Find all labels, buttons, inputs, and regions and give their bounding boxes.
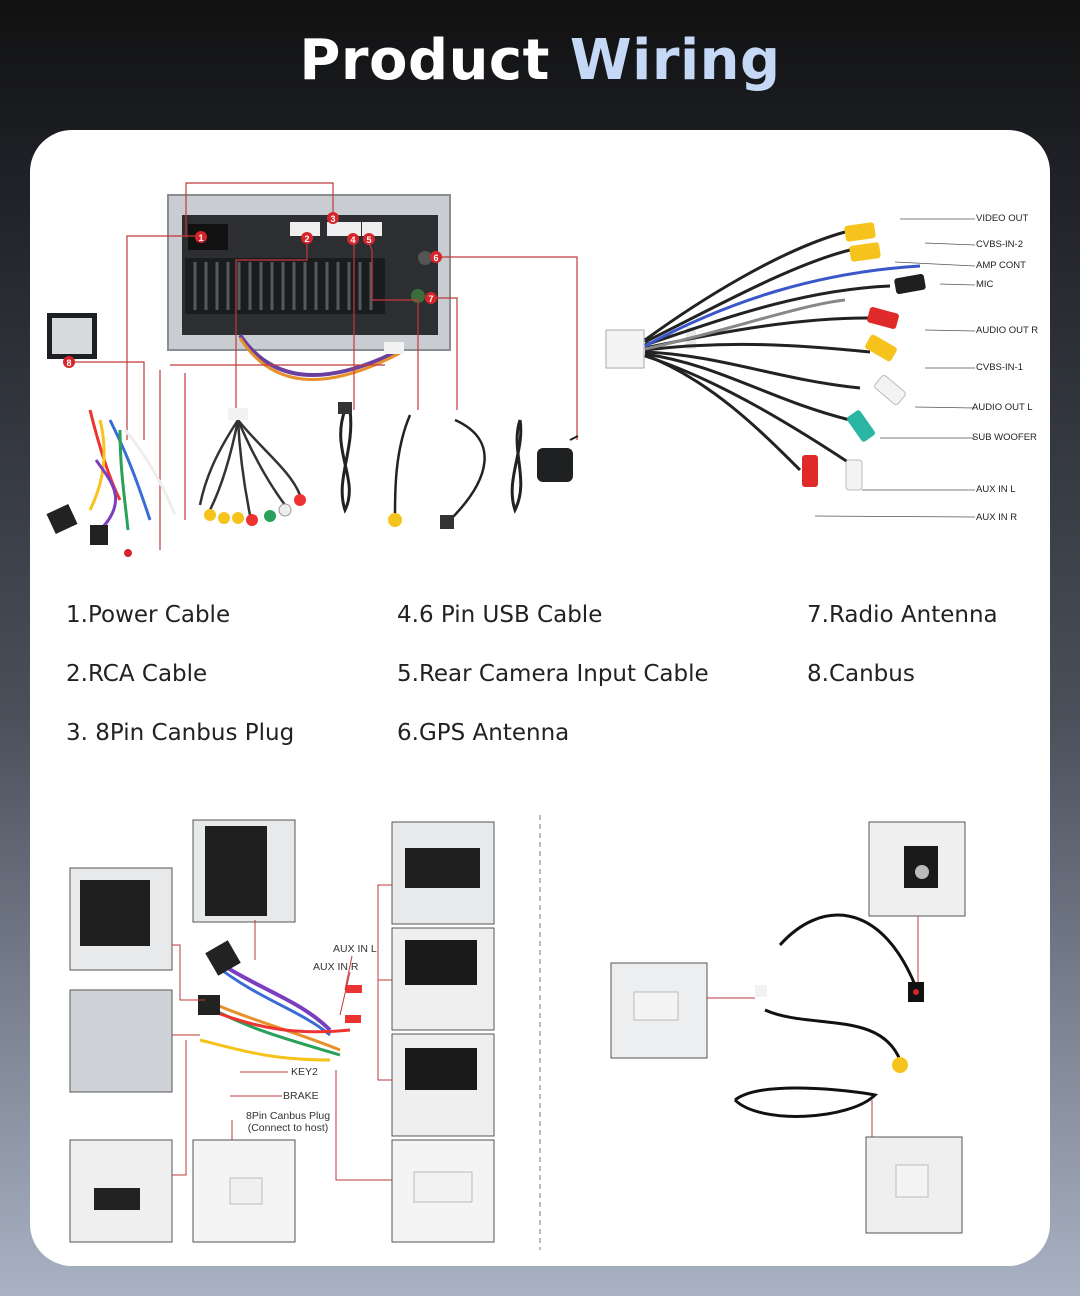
harness-label-aux-in-r: AUX IN R	[313, 961, 359, 973]
harness-photos	[69, 819, 495, 1243]
callout-4: 4	[350, 235, 355, 245]
harness-leaders	[172, 884, 392, 1181]
rca-harness-small	[198, 408, 306, 526]
head-unit-back	[167, 194, 451, 381]
rca-label-aux-in-r: AUX IN R	[976, 512, 1018, 523]
camera-antenna-photos	[610, 821, 966, 1234]
rca-label-sub-woofer: SUB WOOFER	[972, 432, 1037, 443]
canbus-plug-line-2: (Connect to host)	[247, 1122, 329, 1134]
callout-8: 8	[66, 358, 71, 368]
canbus-plug-line-1: 8Pin Canbus Plug	[246, 1110, 331, 1122]
rear-camera-cable	[388, 414, 412, 527]
callout-2: 2	[304, 234, 309, 244]
callout-1: 1	[198, 233, 203, 243]
rca-label-audio-out-r: AUDIO OUT R	[976, 325, 1039, 336]
rca-label-amp-cont: AMP CONT	[976, 260, 1026, 271]
legend-item-gps-antenna: 6.GPS Antenna	[397, 720, 570, 746]
harness-label-key2: KEY2	[291, 1066, 318, 1078]
callouts: 1 2 3 4 5 6 7 8	[63, 212, 442, 368]
rca-label-mic: MIC	[976, 279, 994, 290]
harness-wires	[198, 940, 362, 1062]
harness-label-canbus-plug: 8Pin Canbus Plug (Connect to host)	[246, 1110, 330, 1134]
legend-item-power-cable: 1.Power Cable	[66, 602, 231, 628]
rca-label-video-out: VIDEO OUT	[976, 213, 1029, 224]
callout-6: 6	[433, 253, 438, 263]
harness-label-aux-in-l: AUX IN L	[333, 943, 377, 955]
legend-item-usb-cable: 4.6 Pin USB Cable	[397, 602, 603, 628]
harness-label-brake: BRAKE	[283, 1090, 319, 1102]
rca-label-aux-in-l: AUX IN L	[976, 484, 1016, 495]
legend-item-canbus: 8.Canbus	[807, 661, 915, 687]
usb-cable	[338, 402, 353, 514]
legend-item-rear-camera-cable: 5.Rear Camera Input Cable	[397, 661, 709, 687]
legend-item-radio-antenna: 7.Radio Antenna	[807, 602, 998, 628]
title-part-2: Wiring	[569, 28, 781, 93]
canbus-module	[47, 313, 97, 359]
radio-antenna-cable	[440, 418, 486, 529]
legend-item-canbus-plug: 3. 8Pin Canbus Plug	[66, 720, 295, 746]
rca-bundle	[605, 218, 976, 518]
gps-antenna	[510, 419, 579, 514]
rca-label-cvbs-in-1: CVBS-IN-1	[976, 362, 1023, 373]
rca-label-audio-out-l: AUDIO OUT L	[972, 402, 1033, 413]
callout-7: 7	[428, 294, 433, 304]
callout-3: 3	[330, 214, 335, 224]
callout-5: 5	[366, 235, 371, 245]
power-harness	[46, 409, 177, 557]
title-part-1: Product	[299, 28, 550, 93]
rca-label-cvbs-in-2: CVBS-IN-2	[976, 239, 1023, 250]
leader-lines	[69, 182, 578, 550]
page-title: Product Wiring	[0, 28, 1080, 93]
legend-item-rca-cable: 2.RCA Cable	[66, 661, 208, 687]
